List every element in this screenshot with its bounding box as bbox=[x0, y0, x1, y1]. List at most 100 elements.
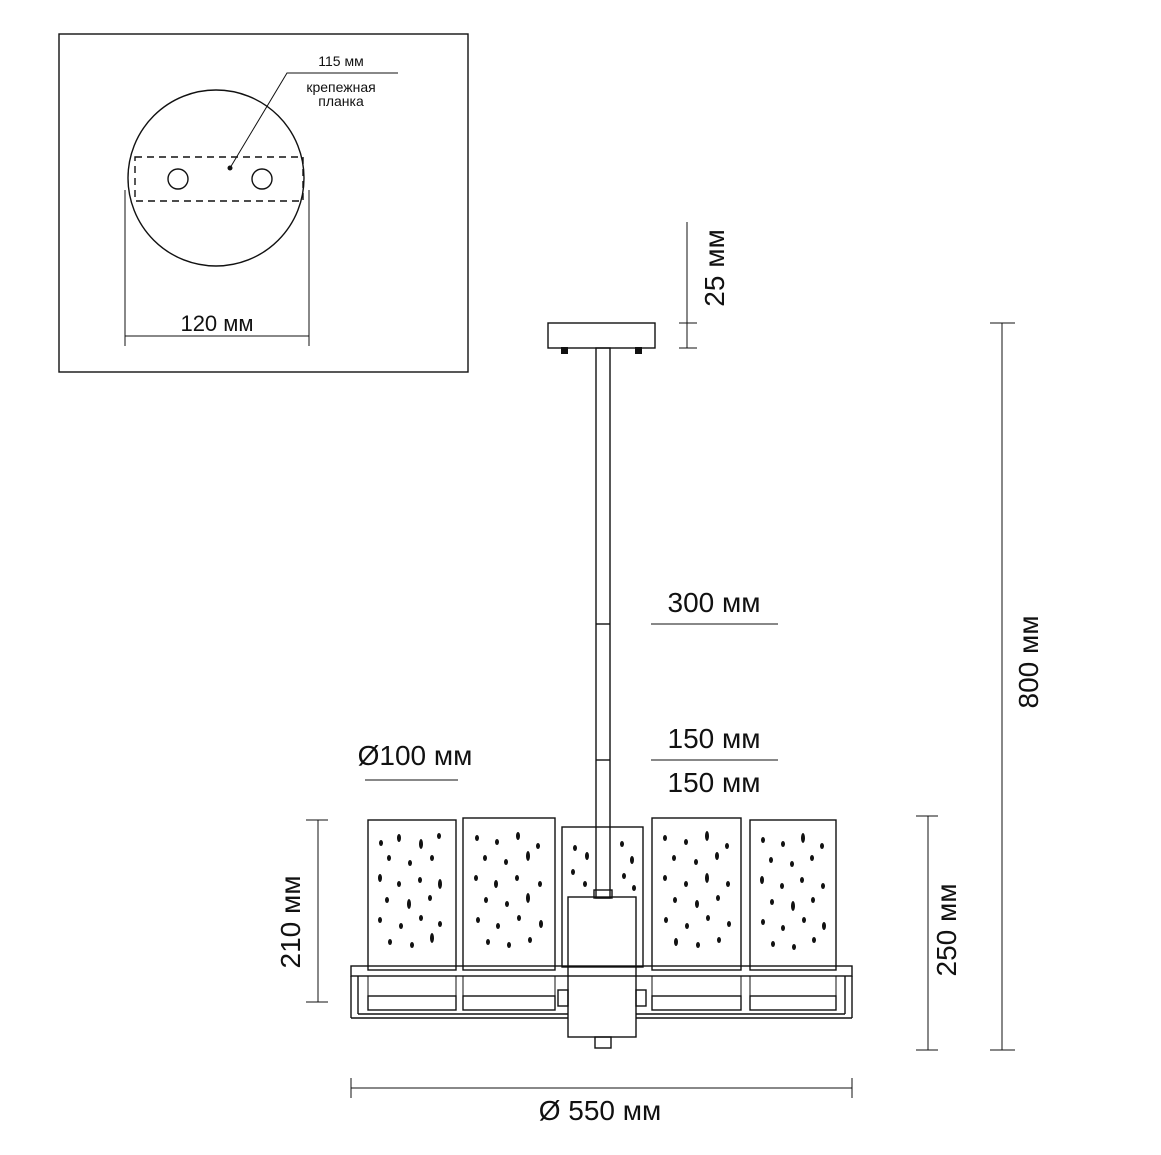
bar-width-label: 115 мм bbox=[318, 53, 363, 69]
glass-bubble bbox=[781, 841, 785, 847]
glass-bubble bbox=[673, 897, 677, 903]
total-height-label: 800 мм bbox=[1013, 616, 1044, 709]
glass-bubble bbox=[674, 938, 678, 946]
lamp-frame bbox=[350, 889, 853, 1049]
canopy-screw-right bbox=[635, 347, 642, 354]
glass-bubble bbox=[812, 937, 816, 943]
glass-bubble bbox=[476, 917, 480, 923]
glass-bubble-texture bbox=[378, 831, 826, 950]
glass-bubble bbox=[810, 855, 814, 861]
glass-bubble bbox=[385, 897, 389, 903]
glass-bubble bbox=[622, 873, 626, 879]
glass-bubble bbox=[418, 877, 422, 883]
glass-bubble bbox=[696, 942, 700, 948]
glass-bubble bbox=[716, 895, 720, 901]
body-height-label: 250 мм bbox=[931, 884, 962, 977]
lamp-holder-3 bbox=[651, 995, 742, 1011]
glass-bubble bbox=[771, 941, 775, 947]
overall-diameter-dimension: Ø 550 мм bbox=[350, 1078, 853, 1126]
glass-shades bbox=[367, 817, 837, 971]
lamp-holder-4 bbox=[749, 995, 837, 1011]
glass-bubble bbox=[419, 915, 423, 921]
glass-bubble bbox=[410, 942, 414, 948]
glass-bubble bbox=[419, 839, 423, 849]
glass-bubble bbox=[761, 919, 765, 925]
glass-bubble bbox=[516, 832, 520, 840]
glass-bubble bbox=[484, 897, 488, 903]
glass-bubble bbox=[378, 874, 382, 882]
canopy bbox=[547, 322, 656, 354]
glass-bubble bbox=[438, 879, 442, 889]
glass-bubble bbox=[505, 901, 509, 907]
glass-bubble bbox=[822, 922, 826, 930]
glass-bubble bbox=[507, 942, 511, 948]
glass-bubble bbox=[430, 933, 434, 943]
glass-bubble bbox=[791, 901, 795, 911]
glass-shade-3 bbox=[651, 817, 742, 971]
glass-bubble bbox=[504, 859, 508, 865]
glass-shade-center bbox=[561, 826, 644, 968]
glass-bubble bbox=[800, 877, 804, 883]
glass-bubble bbox=[583, 881, 587, 887]
frame-top-bar bbox=[350, 965, 853, 977]
glass-bubble bbox=[585, 852, 589, 860]
glass-bubble bbox=[528, 937, 532, 943]
glass-bubble bbox=[672, 855, 676, 861]
glass-bubble bbox=[630, 856, 634, 864]
glass-shade-2 bbox=[462, 817, 556, 971]
inset-frame bbox=[58, 33, 469, 373]
rod-segment-2-label: 150 мм bbox=[668, 767, 761, 798]
glass-bubble bbox=[539, 920, 543, 928]
glass-bubble bbox=[486, 939, 490, 945]
glass-bubble bbox=[802, 917, 806, 923]
glass-bubble bbox=[474, 875, 478, 881]
glass-bubble bbox=[573, 845, 577, 851]
glass-bubble bbox=[760, 876, 764, 884]
glass-bubble bbox=[379, 840, 383, 846]
glass-bubble bbox=[821, 883, 825, 889]
glass-bubble bbox=[526, 851, 530, 861]
lamp-holder-2 bbox=[462, 995, 556, 1011]
mounting-hole-right bbox=[251, 168, 273, 190]
glass-bubble bbox=[437, 833, 441, 839]
glass-bubble bbox=[408, 860, 412, 866]
glass-bubble bbox=[820, 843, 824, 849]
glass-bubble bbox=[725, 843, 729, 849]
canopy-body bbox=[547, 322, 656, 349]
lamp-holder-1 bbox=[367, 995, 457, 1011]
glass-bubble bbox=[715, 852, 719, 860]
bracket-label-line1: крепежная bbox=[306, 79, 375, 95]
glass-bubble bbox=[781, 925, 785, 931]
glass-bubble bbox=[571, 869, 575, 875]
mounting-plate-inset: 115 мм крепежная планка 120 мм bbox=[58, 33, 469, 373]
rod-body bbox=[595, 347, 611, 899]
bracket-leader-line bbox=[229, 72, 398, 169]
glass-bubble bbox=[761, 837, 765, 843]
hub-bottom-finial bbox=[594, 1036, 612, 1049]
plate-diameter-label: 120 мм bbox=[180, 311, 253, 336]
mounting-bracket-outline bbox=[134, 156, 304, 202]
body-height-dimension: 250 мм bbox=[916, 815, 962, 1051]
hub-bracket-left bbox=[557, 989, 569, 1007]
shade-height-dimension: 210 мм bbox=[275, 819, 328, 1003]
glass-bubble bbox=[684, 881, 688, 887]
canopy-height-label: 25 мм bbox=[699, 229, 730, 306]
glass-bubble bbox=[620, 841, 624, 847]
hub-top-collar bbox=[593, 889, 613, 899]
overall-diameter-label: Ø 550 мм bbox=[539, 1095, 662, 1126]
glass-bubble bbox=[495, 839, 499, 845]
glass-bubble bbox=[726, 881, 730, 887]
glass-bubble bbox=[705, 831, 709, 841]
glass-bubble bbox=[684, 839, 688, 845]
glass-bubble bbox=[811, 897, 815, 903]
glass-bubble bbox=[399, 923, 403, 929]
glass-bubble bbox=[705, 873, 709, 883]
canopy-screw-left bbox=[561, 347, 568, 354]
glass-shade-4 bbox=[749, 819, 837, 971]
glass-bubble bbox=[685, 923, 689, 929]
glass-bubble bbox=[430, 855, 434, 861]
glass-bubble bbox=[790, 861, 794, 867]
glass-bubble bbox=[387, 855, 391, 861]
glass-bubble bbox=[517, 915, 521, 921]
glass-bubble bbox=[494, 880, 498, 888]
